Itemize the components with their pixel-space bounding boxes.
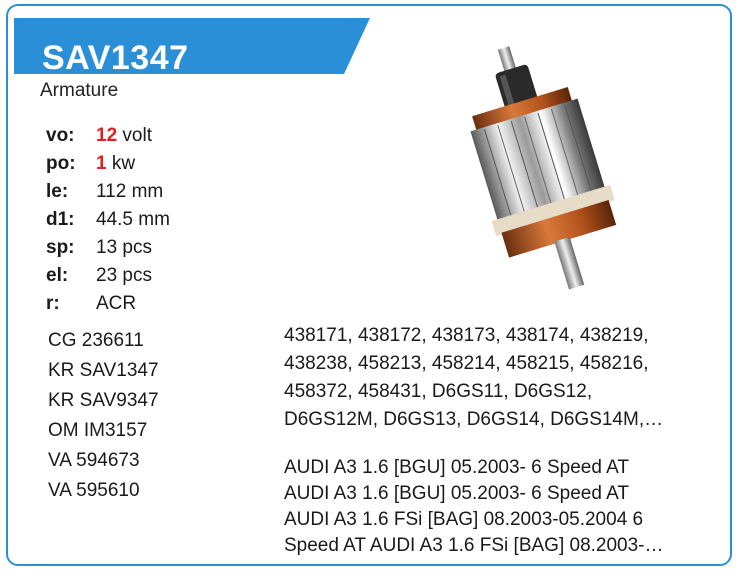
spec-value: 44.5 mm: [96, 209, 170, 230]
spec-row: vo: 12 volt: [46, 122, 170, 150]
part-type: Armature: [40, 80, 119, 101]
cross-reference-item: VA 595610: [48, 480, 140, 501]
vehicle-line: AUDI A3 1.6 [BGU] 05.2003- 6 Speed AT: [284, 483, 630, 504]
vehicle-line: AUDI A3 1.6 [BGU] 05.2003- 6 Speed AT: [284, 457, 630, 478]
oem-number-list: 438171, 438172, 438173, 438174, 438219, …: [284, 322, 724, 434]
spec-key: le:: [46, 181, 69, 202]
cross-reference-item: KR SAV1347: [48, 360, 159, 381]
spec-key: vo:: [46, 125, 75, 146]
oem-number-line: 438238, 458213, 458214, 458215, 458216,: [284, 353, 649, 374]
oem-number-line: 458372, 458431, D6GS11, D6GS12,: [284, 381, 593, 402]
spec-key: d1:: [46, 209, 75, 230]
vehicle-line: AUDI A3 1.6 FSi [BAG] 08.2003-05.2004 6: [284, 509, 644, 530]
spec-key: el:: [46, 265, 69, 286]
cross-reference-item: KR SAV9347: [48, 390, 159, 411]
vehicle-line: Speed AT AUDI A3 1.6 FSi [BAG] 08.2003-…: [284, 535, 664, 556]
cross-reference-item: VA 594673: [48, 450, 140, 471]
armature-product-photo: [412, 42, 672, 292]
spec-unit: volt: [117, 125, 152, 146]
spec-number: 1: [96, 153, 107, 174]
title-banner: SAV1347: [14, 18, 370, 77]
cross-reference-item: CG 236611: [48, 330, 144, 351]
spec-value: 23 pcs: [96, 265, 152, 286]
spec-key: sp:: [46, 237, 75, 258]
part-code: SAV1347: [42, 39, 189, 77]
product-card: SAV1347 Armature vo: 12 volt po: 1 kw le…: [6, 4, 732, 566]
spec-unit: kw: [106, 153, 136, 174]
spec-value: 112 mm: [96, 181, 164, 202]
spec-row: el: 23 pcs: [46, 262, 170, 290]
spec-row: sp: 13 pcs: [46, 234, 170, 262]
spec-value: 13 pcs: [96, 237, 152, 258]
spec-key: r:: [46, 293, 60, 314]
spec-list: vo: 12 volt po: 1 kw le: 112 mm d1: 44.5…: [46, 122, 170, 318]
oem-number-line: 438171, 438172, 438173, 438174, 438219,: [284, 325, 649, 346]
cross-reference-list: CG 236611 KR SAV1347 KR SAV9347 OM IM315…: [48, 326, 159, 506]
spec-row: r: ACR: [46, 290, 170, 318]
vehicle-application-list: AUDI A3 1.6 [BGU] 05.2003- 6 Speed AT AU…: [284, 455, 730, 559]
spec-number: 12: [96, 125, 118, 146]
spec-key: po:: [46, 153, 76, 174]
cross-reference-item: OM IM3157: [48, 420, 148, 441]
spec-row: po: 1 kw: [46, 150, 170, 178]
spec-row: le: 112 mm: [46, 178, 170, 206]
oem-number-line: D6GS12M, D6GS13, D6GS14, D6GS14M,…: [284, 409, 664, 430]
spec-value: ACR: [96, 293, 137, 314]
spec-row: d1: 44.5 mm: [46, 206, 170, 234]
